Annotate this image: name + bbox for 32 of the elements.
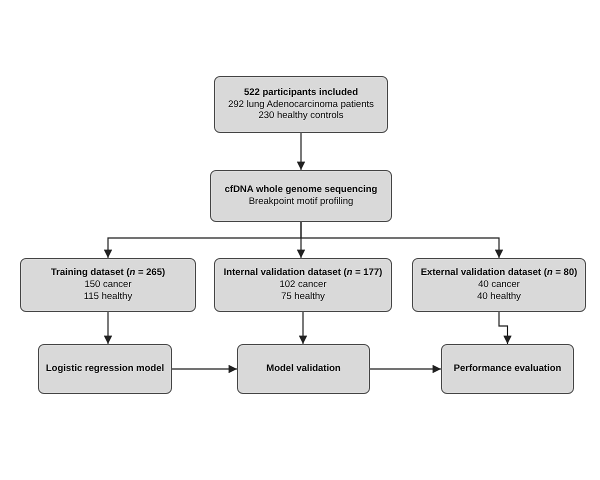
box-heading: cfDNA whole genome sequencing xyxy=(224,184,378,196)
box-heading: Training dataset (n = 265) xyxy=(50,267,166,280)
arrow xyxy=(172,364,237,374)
box-heading: Logistic regression model xyxy=(46,363,164,375)
box-text: Breakpoint motif profiling xyxy=(248,196,354,208)
box-heading: 522 participants included xyxy=(244,86,358,99)
box-text: 150 cancer xyxy=(84,279,132,291)
process-box xyxy=(412,258,586,312)
arrow xyxy=(296,133,306,170)
process-box xyxy=(20,258,196,312)
arrow xyxy=(370,364,441,374)
arrow xyxy=(298,312,308,344)
box-heading: Internal validation dataset (n = 177) xyxy=(224,267,382,280)
process-box xyxy=(237,344,370,394)
box-text: 40 healthy xyxy=(477,290,521,303)
process-box xyxy=(210,170,392,222)
box-text: 115 healthy xyxy=(84,290,132,303)
box-heading: Model validation xyxy=(266,363,341,375)
box-text: 102 cancer xyxy=(279,279,326,291)
box-text: 292 lung Adenocarcinoma patients xyxy=(228,98,374,110)
box-heading: External validation dataset (n = 80) xyxy=(420,267,578,280)
box-text: 40 cancer xyxy=(478,279,520,291)
process-box xyxy=(441,344,574,394)
arrow xyxy=(104,312,112,344)
arrow xyxy=(300,222,504,258)
process-box xyxy=(38,344,172,394)
arrow xyxy=(498,312,512,344)
process-box xyxy=(214,76,388,133)
box-text: 230 healthy controls xyxy=(258,110,344,122)
process-box xyxy=(214,258,392,312)
box-heading: Performance evaluation xyxy=(454,363,562,375)
box-text: 75 healthy xyxy=(281,290,325,303)
